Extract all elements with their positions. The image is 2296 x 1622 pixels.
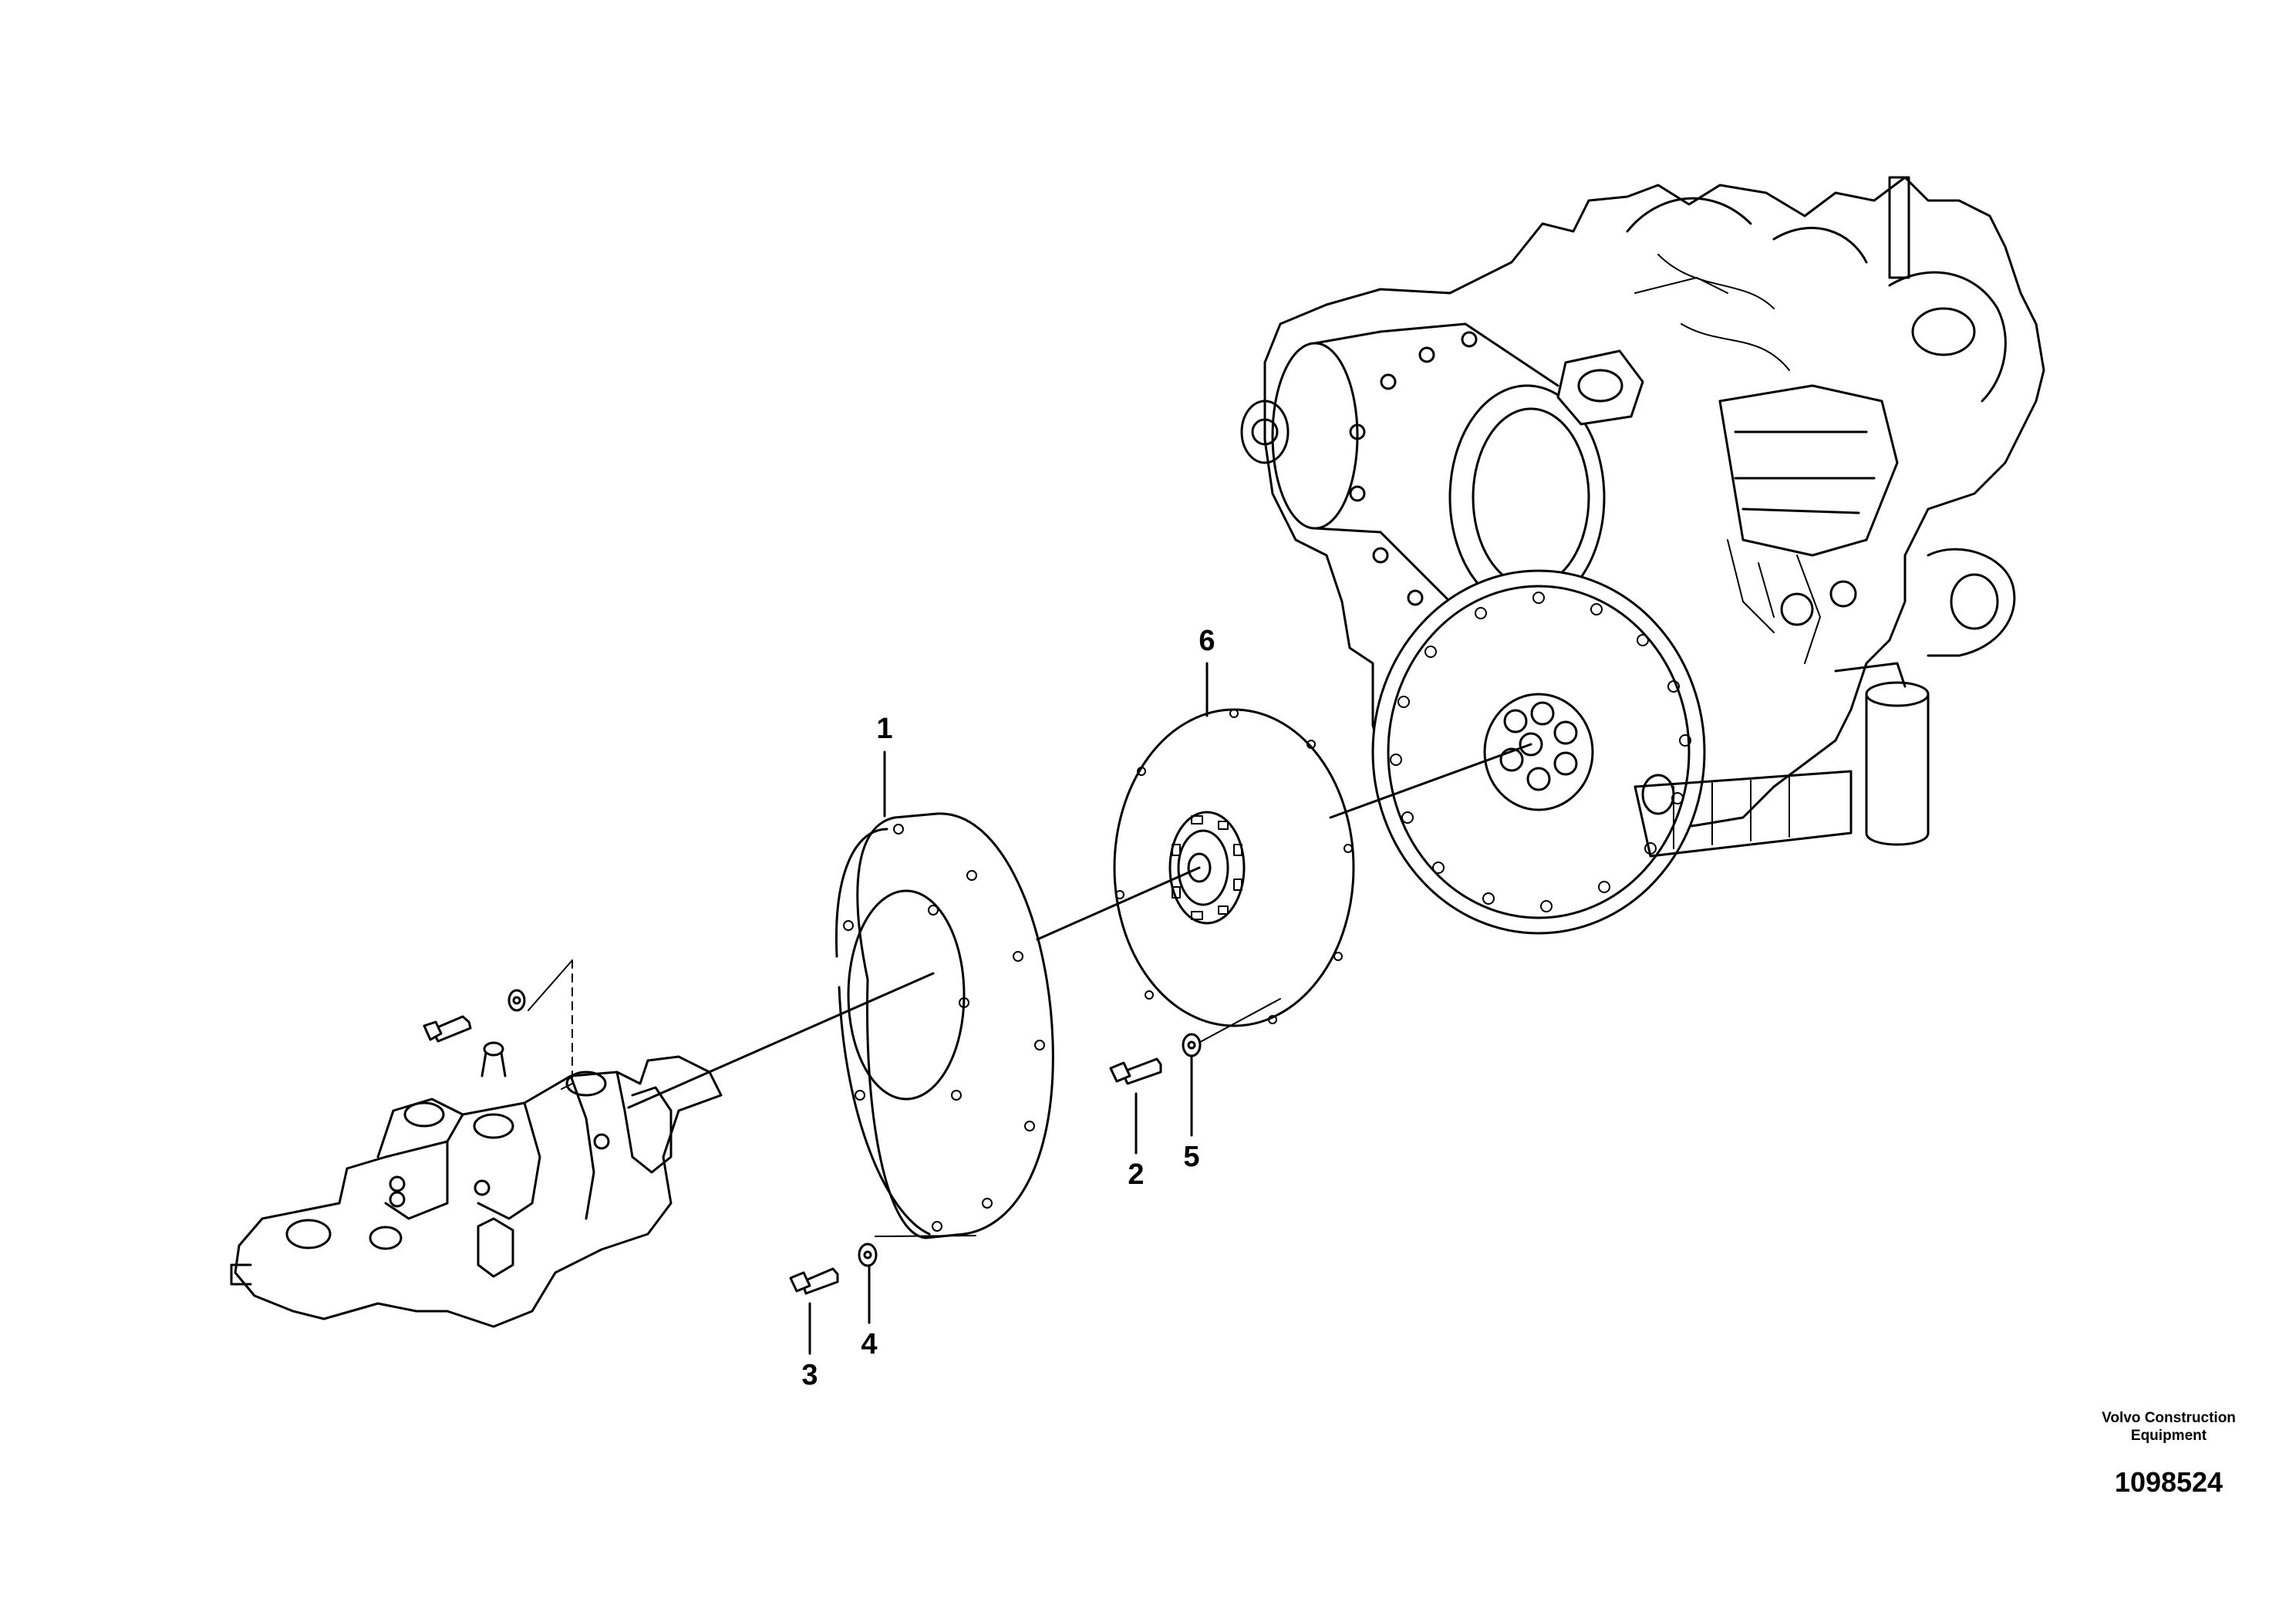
adapter-plate-part-1	[834, 812, 1054, 1239]
callout-4: 4	[861, 1328, 877, 1361]
drawing-number: 1098524	[2114, 1466, 2224, 1498]
callout-5: 5	[1183, 1141, 1199, 1173]
washer-part-4	[858, 1243, 878, 1267]
bolt-part-3	[789, 1267, 839, 1295]
hydraulic-pump	[230, 1041, 723, 1328]
washer-part-5	[1182, 1033, 1202, 1057]
callout-leaders	[808, 662, 1209, 1355]
brand-label: Volvo Construction Equipment	[2084, 1409, 2254, 1445]
engine-assembly	[1240, 176, 2045, 935]
alignment-lines	[528, 743, 1532, 1237]
brand-line-2: Equipment	[2130, 1428, 2207, 1444]
brand-line-1: Volvo Construction	[2102, 1410, 2236, 1426]
callout-1: 1	[876, 713, 892, 745]
callout-6: 6	[1199, 625, 1215, 657]
flex-plate-part-6	[1113, 708, 1355, 1027]
callout-2: 2	[1128, 1158, 1144, 1191]
callout-3: 3	[801, 1359, 818, 1391]
bolt-upper	[423, 989, 526, 1043]
bolt-part-2	[1109, 1057, 1162, 1085]
